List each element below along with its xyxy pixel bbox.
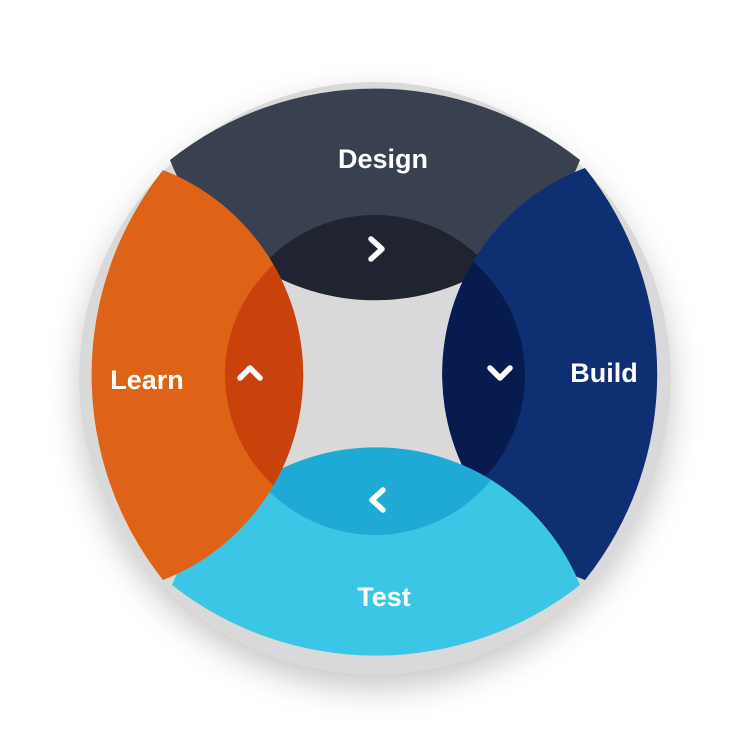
- segment-build-shape: [442, 168, 658, 580]
- segment-design-shape: [170, 88, 580, 301]
- chevron-up-icon: [237, 365, 263, 381]
- segment-design-label: Design: [338, 144, 428, 174]
- chevron-right-icon: [368, 236, 385, 262]
- chevron-left-icon: [369, 487, 386, 513]
- segment-test-shape: [172, 447, 580, 656]
- segment-learn-label: Learn: [110, 365, 184, 395]
- segment-build-label: Build: [570, 358, 638, 388]
- segment-learn-shape: [91, 170, 304, 580]
- segment-test-label: Test: [357, 582, 411, 612]
- chevron-down-icon: [487, 365, 513, 381]
